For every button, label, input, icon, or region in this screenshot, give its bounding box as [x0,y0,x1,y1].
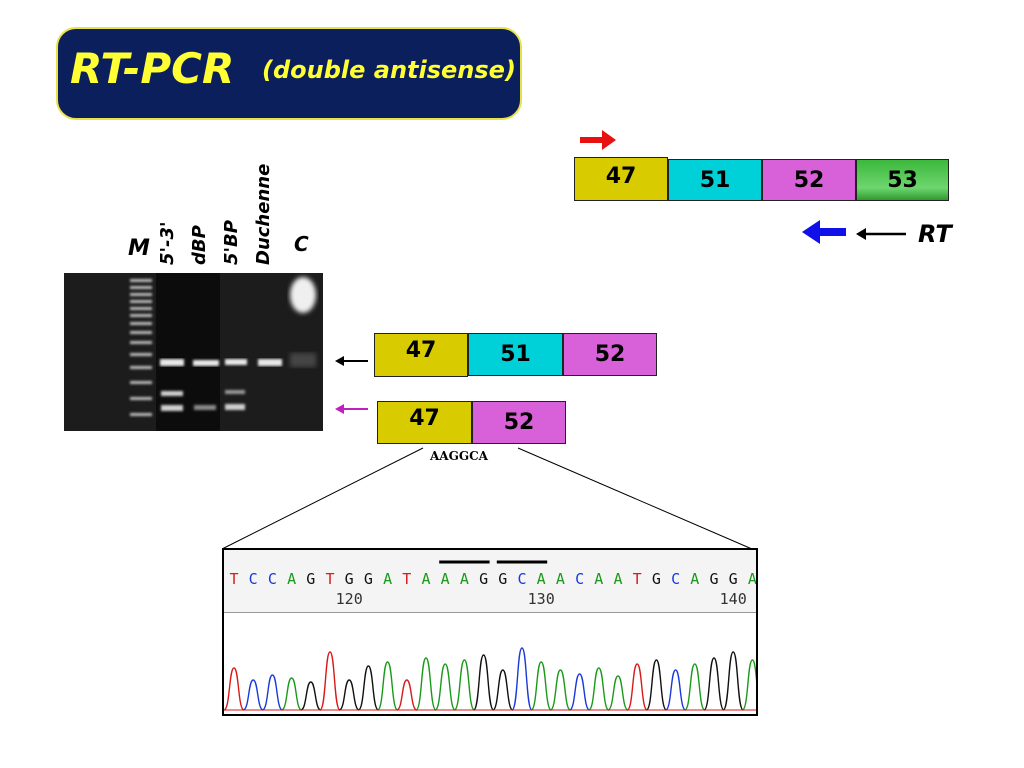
trace-peak [511,647,533,711]
base-call: A [287,570,296,588]
trace-peak [224,667,245,711]
trace-peak [376,661,399,711]
base-call: C [517,570,526,588]
position-label: 140 [720,590,747,608]
trace-peak [530,661,552,711]
base-call: C [671,570,680,588]
base-call: G [345,570,354,588]
base-call: C [249,570,258,588]
trace-peak [338,679,360,711]
base-call: G [479,570,488,588]
lane-label-5bp: 5'BP [221,220,242,265]
trace-peak [568,673,591,711]
base-call: G [364,570,373,588]
lane-label-duchenne: Duchenne [253,163,274,265]
base-call: T [633,570,642,588]
base-call: G [652,570,661,588]
base-call: A [441,570,450,588]
trace-peak [453,659,476,711]
trace-peak [588,667,610,711]
lane-label-5-3: 5'-3' [157,221,178,265]
forward-primer-arrow-icon [580,130,616,150]
full-product-exon-51: 51 [468,333,563,376]
top-exon-51: 51 [668,159,762,201]
full-product-exon-47: 47 [374,333,468,377]
top-exon-52: 52 [762,159,856,201]
rt-arrow-icon [856,228,906,240]
base-call: G [498,570,507,588]
trace-peak [300,681,322,711]
base-call: A [383,570,392,588]
base-call: T [325,570,334,588]
position-label: 120 [336,590,363,608]
trace-peak [319,651,341,711]
base-call: C [268,570,277,588]
full-product-arrow-icon [335,356,368,366]
marker-label: M [128,236,150,261]
chromatogram-panel: TCCAGTGGATAAAGGCAACAATGCAGGA120130140 [222,548,758,716]
base-call: A [690,570,699,588]
trace-peak [549,669,572,711]
skipped-product-exon-47: 47 [377,401,472,444]
rt-label: RT [918,220,952,248]
base-call: A [748,570,756,588]
trace-peak [703,657,725,711]
base-call: A [421,570,430,588]
top-exon-47: 47 [574,157,668,201]
reverse-primer-arrow-icon [802,220,846,244]
lane-label-dbp: dBP [189,225,210,265]
trace-peak [261,674,284,711]
chromatogram-svg: TCCAGTGGATAAAGGCAACAATGCAGGA120130140 [224,560,756,711]
trace-peak [281,677,302,711]
base-call: A [594,570,603,588]
trace-peak [415,657,437,711]
trace-peak [434,663,456,711]
gel-image [64,273,323,431]
trace-peak [472,654,495,711]
trace-peak [242,679,264,711]
trace-peak [607,675,629,711]
trace-peak [664,669,687,711]
trace-peak [626,663,648,711]
base-call: A [556,570,565,588]
full-product-exon-52: 52 [563,333,657,376]
base-call: A [613,570,622,588]
skipped-product-exon-52: 52 [472,401,566,444]
lane-label-c: C [294,232,309,256]
base-call: T [229,570,238,588]
trace-peak [645,659,668,711]
base-call: G [306,570,315,588]
trace-peak [396,679,418,711]
top-exon-53: 53 [856,159,949,201]
title-box [56,27,522,120]
trace-peak [741,659,756,711]
slide-subtitle: (double antisense) [262,56,516,84]
sequence-header [224,550,756,613]
position-label: 130 [528,590,555,608]
junction-sequence: AAGGCA [430,449,488,463]
slide-title: RT-PCR [70,44,235,93]
base-call: G [709,570,718,588]
trace-peak [684,663,706,711]
trace-peak [357,665,380,711]
base-call: C [575,570,584,588]
base-call: T [402,570,411,588]
trace-peak [722,651,744,711]
base-call: A [460,570,469,588]
base-call: G [729,570,738,588]
trace-peak [492,669,514,711]
base-call: A [537,570,546,588]
skipped-product-arrow-icon [335,404,368,414]
